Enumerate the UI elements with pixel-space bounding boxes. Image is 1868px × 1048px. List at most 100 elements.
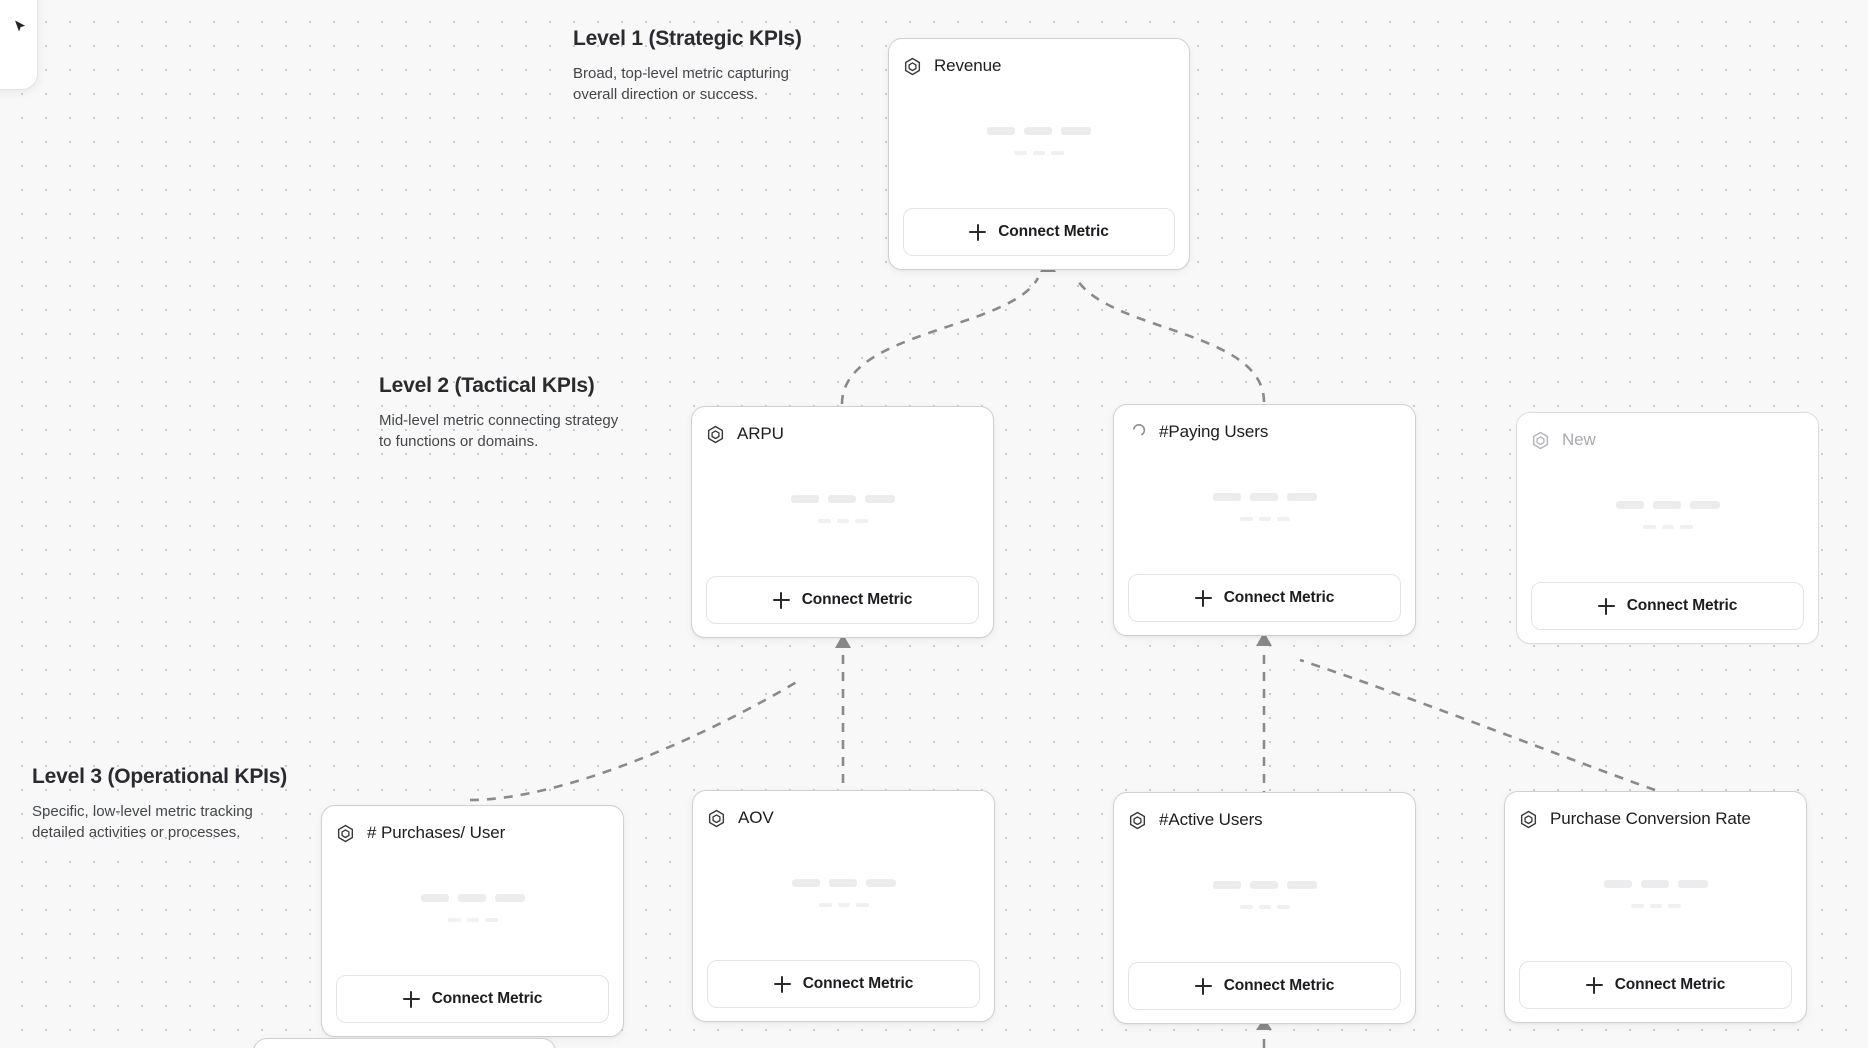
skeleton-bar	[817, 518, 831, 523]
skeleton-bar	[1677, 879, 1708, 888]
edge-purchases-to-arpu	[469, 678, 801, 802]
level-3-description: Specific, low-level metric tracking deta…	[32, 803, 253, 842]
metric-card-purchase-conversion-rate[interactable]: Purchase Conversion Rate Connect Metric	[1504, 791, 1807, 1023]
level-1-description: Broad, top-level metric capturing overal…	[573, 65, 789, 104]
card-header: # Purchases/ User	[336, 820, 609, 846]
metric-card-new[interactable]: New Connect Metric	[1516, 412, 1819, 644]
skeleton-bar	[484, 917, 498, 922]
level-2-title: Level 2 (Tactical KPIs)	[379, 374, 595, 397]
card-header: #Paying Users	[1128, 419, 1401, 445]
skeleton-bar	[987, 126, 1015, 135]
skeleton-bar	[1024, 126, 1052, 135]
skeleton-bar	[457, 893, 486, 902]
skeleton-row-primary	[1603, 879, 1708, 888]
hexagon-metric-icon	[706, 425, 725, 444]
skeleton-bar	[1689, 500, 1720, 509]
level-label-2: Level 2 (Tactical KPIs) Mid-level metric…	[379, 374, 624, 453]
connect-metric-label: Connect Metric	[802, 975, 914, 992]
card-header: AOV	[707, 805, 980, 831]
skeleton-bar	[1033, 150, 1045, 155]
plus-icon	[773, 975, 791, 993]
connect-metric-button[interactable]: Connect Metric	[336, 975, 609, 1023]
connect-metric-label: Connect Metric	[1614, 976, 1726, 993]
connect-metric-button[interactable]: Connect Metric	[1128, 574, 1401, 622]
connect-metric-button[interactable]: Connect Metric	[706, 576, 979, 624]
skeleton-bar	[1212, 880, 1241, 889]
skeleton-bar	[790, 494, 819, 503]
skeleton-bar	[466, 917, 479, 922]
skeleton-bar	[1286, 492, 1317, 501]
skeleton-bar	[827, 494, 856, 503]
connect-metric-label: Connect Metric	[1626, 597, 1738, 614]
skeleton-bar	[1061, 126, 1091, 135]
metric-card-paying-users[interactable]: #Paying Users Connect Metric	[1113, 404, 1416, 636]
skeleton-bar	[1249, 492, 1278, 501]
skeleton-bar	[818, 902, 832, 907]
metric-card-aov[interactable]: AOV Connect Metric	[692, 790, 995, 1022]
card-skeleton-body	[1128, 833, 1401, 962]
connect-metric-button[interactable]: Connect Metric	[707, 960, 980, 1008]
connect-metric-button[interactable]: Connect Metric	[1531, 582, 1804, 630]
metric-card-arpu[interactable]: ARPU Connect Metric	[691, 406, 994, 638]
hexagon-metric-icon	[903, 57, 922, 76]
connect-metric-label: Connect Metric	[1223, 977, 1335, 994]
level-label-3: Level 3 (Operational KPIs) Specific, low…	[32, 765, 287, 844]
canvas-corner-panel[interactable]	[0, 0, 38, 90]
skeleton-bar	[836, 518, 849, 523]
skeleton-row-primary	[790, 494, 895, 503]
skeleton-bar	[854, 518, 868, 523]
plus-icon	[1585, 976, 1603, 994]
card-title: New	[1562, 430, 1596, 449]
skeleton-row-secondary	[1642, 524, 1693, 529]
skeleton-row-primary	[1212, 880, 1317, 889]
skeleton-bar	[1640, 879, 1669, 888]
skeleton-bar	[1667, 903, 1681, 908]
skeleton-bar	[1679, 524, 1693, 529]
hexagon-metric-icon	[1519, 810, 1538, 829]
card-title: Purchase Conversion Rate	[1550, 809, 1751, 828]
skeleton-bar	[1652, 500, 1681, 509]
skeleton-bar	[1286, 880, 1317, 889]
connect-metric-button[interactable]: Connect Metric	[1519, 961, 1792, 1009]
connect-metric-button[interactable]: Connect Metric	[1128, 962, 1401, 1010]
level-label-1: Level 1 (Strategic KPIs) Broad, top-leve…	[573, 27, 818, 106]
skeleton-bar	[1239, 904, 1253, 909]
plus-icon	[402, 990, 420, 1008]
hexagon-metric-icon	[336, 824, 355, 843]
spinner-loading-icon	[1128, 423, 1147, 442]
skeleton-row-secondary	[817, 518, 868, 523]
metric-card-purchases-per-user[interactable]: # Purchases/ User Connect Metric	[321, 805, 624, 1037]
skeleton-row-secondary	[1239, 904, 1290, 909]
connect-metric-label: Connect Metric	[431, 990, 543, 1007]
cursor-pointer-icon	[13, 19, 28, 34]
skeleton-bar	[1603, 879, 1632, 888]
card-skeleton-body	[336, 846, 609, 975]
skeleton-bar	[1212, 492, 1241, 501]
card-title: AOV	[738, 808, 774, 827]
plus-icon	[772, 591, 790, 609]
connect-metric-label: Connect Metric	[1223, 589, 1335, 606]
metric-card-active-users[interactable]: #Active Users Connect Metric	[1113, 792, 1416, 1024]
skeleton-row-primary	[1212, 492, 1317, 501]
card-skeleton-body	[1128, 445, 1401, 574]
skeleton-bar	[855, 902, 869, 907]
skeleton-bar	[1276, 904, 1290, 909]
skeleton-bar	[1276, 516, 1290, 521]
connect-metric-button[interactable]: Connect Metric	[903, 208, 1175, 256]
metric-card-revenue[interactable]: Revenue Connect Metric	[888, 38, 1190, 270]
skeleton-bar	[864, 494, 895, 503]
card-skeleton-body	[903, 79, 1175, 208]
skeleton-bar	[494, 893, 525, 902]
skeleton-bar	[1615, 500, 1644, 509]
skeleton-row-secondary	[447, 917, 498, 922]
skeleton-bar	[837, 902, 850, 907]
metric-card-offscreen-bottom[interactable]	[253, 1038, 556, 1048]
card-header: #Active Users	[1128, 807, 1401, 833]
skeleton-bar	[1014, 150, 1027, 155]
skeleton-bar	[1642, 524, 1656, 529]
skeleton-bar	[828, 878, 857, 887]
plus-icon	[969, 223, 987, 241]
skeleton-bar	[1239, 516, 1253, 521]
edge-paying-users-to-revenue	[1074, 277, 1266, 403]
